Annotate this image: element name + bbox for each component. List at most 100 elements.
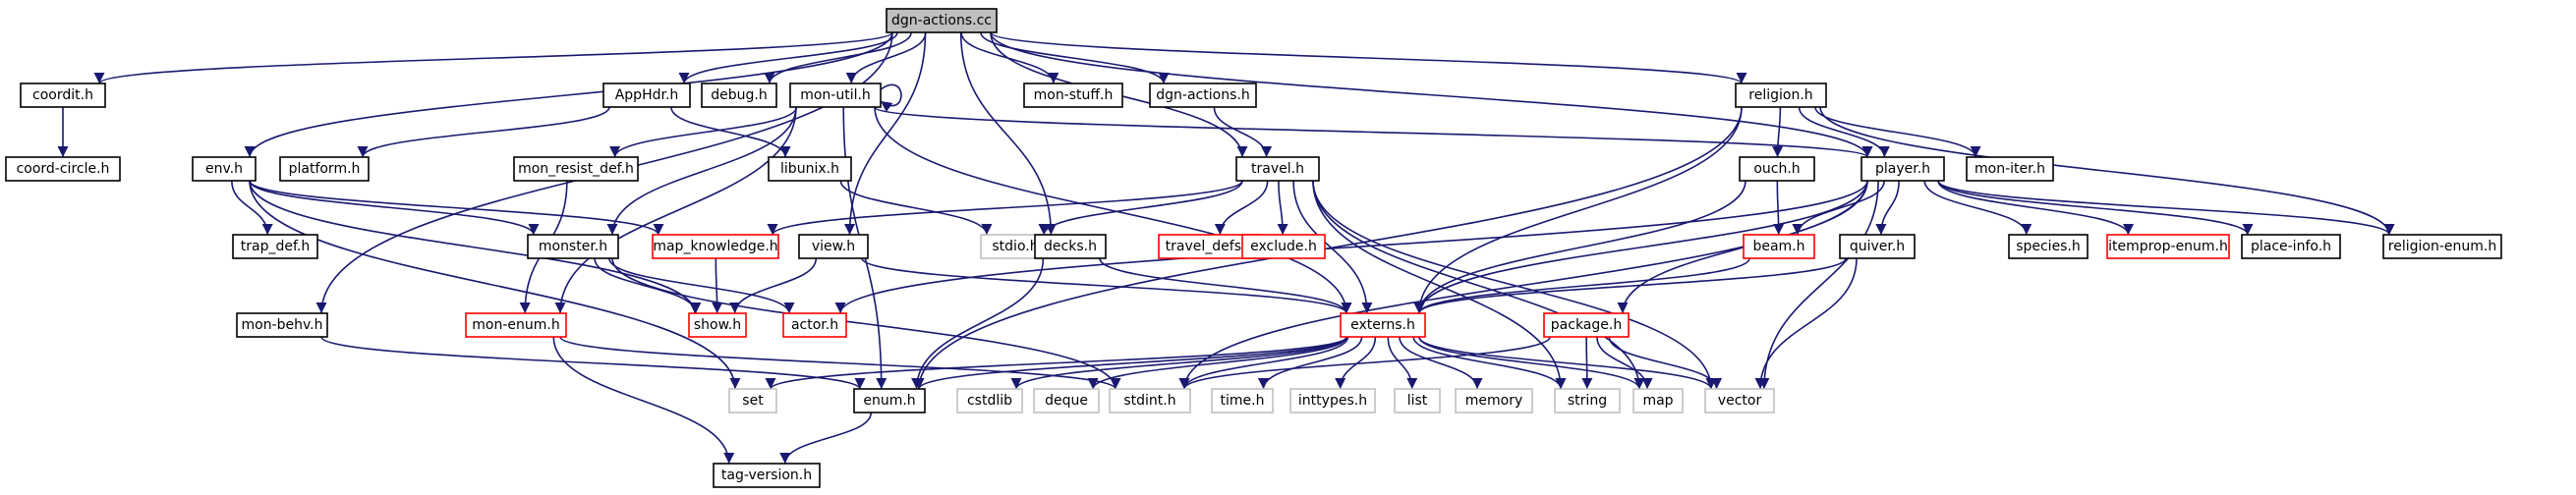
edge-mon-util-h-to-player-h <box>874 106 1873 158</box>
node-coordit-h[interactable]: coordit.h <box>20 82 106 108</box>
node-box <box>5 156 121 182</box>
edge-player-h-to-externs-h <box>1413 180 1868 314</box>
edge-dgn-actions-cc-to-coordit-h <box>93 31 893 84</box>
edge-player-h-to-species-h <box>1923 180 2032 236</box>
node-place-info-h[interactable]: place-info.h <box>2241 234 2341 259</box>
node-mon-stuff-h[interactable]: mon-stuff.h <box>1023 82 1123 108</box>
node-mon-behv-h[interactable]: mon-behv.h <box>236 312 328 338</box>
node-box <box>1455 388 1533 413</box>
edge-mon-util-h-to-mon-enum-h <box>554 106 797 314</box>
edge-ouch-h-to-beam-h <box>1773 180 1785 236</box>
edge-externs-h-to-set <box>765 336 1347 390</box>
node-label: inttypes.h <box>1298 393 1367 409</box>
edge-view-h-to-show-h <box>729 257 818 314</box>
node-beam-h[interactable]: beam.h <box>1743 234 1815 259</box>
node-view-h[interactable]: view.h <box>798 234 869 259</box>
node-coord-circle-h[interactable]: coord-circle.h <box>5 156 121 182</box>
node-time-h: time.h <box>1211 388 1274 413</box>
edge-travel-h-to-stdio-h <box>1038 180 1243 236</box>
node-label: tag-version.h <box>721 468 812 483</box>
edge-monster-h-to-actor-h <box>608 257 795 314</box>
node-dgn-actions-h[interactable]: dgn-actions.h <box>1149 82 1257 108</box>
node-religion-h[interactable]: religion.h <box>1735 82 1827 108</box>
node-box <box>768 156 852 182</box>
node-player-h[interactable]: player.h <box>1860 156 1945 182</box>
node-env-h[interactable]: env.h <box>192 156 257 182</box>
edge-beam-h-to-externs-h <box>1413 257 1750 314</box>
node-exclude-h[interactable]: exclude.h <box>1241 234 1326 259</box>
node-mon-resist-def-h[interactable]: mon_resist_def.h <box>513 156 639 182</box>
node-label: itemprop-enum.h <box>2108 239 2228 254</box>
node-debug-h[interactable]: debug.h <box>701 82 777 108</box>
node-mon-enum-h[interactable]: mon-enum.h <box>465 312 567 338</box>
edge-player-h-to-religion-enum-h <box>1937 180 2395 236</box>
node-species-h[interactable]: species.h <box>2008 234 2089 259</box>
node-box <box>1109 388 1191 413</box>
node-enum-h[interactable]: enum.h <box>853 388 926 413</box>
node-box <box>1735 82 1827 108</box>
node-label: set <box>742 393 764 409</box>
node-box <box>279 156 370 182</box>
node-label: mon-behv.h <box>241 317 322 333</box>
node-label: enum.h <box>863 393 915 409</box>
edge-dgn-actions-cc-to-player-h <box>990 31 1873 158</box>
node-monster-h[interactable]: monster.h <box>527 234 619 259</box>
node-stdint-h: stdint.h <box>1109 388 1191 413</box>
node-box <box>728 388 777 413</box>
node-box <box>1241 234 1326 259</box>
edge-dgn-actions-h-to-travel-h <box>1213 106 1273 158</box>
edge-dgn-actions-cc-to-decks-h <box>959 31 1057 236</box>
edge-travel-h-to-string <box>1312 180 1567 390</box>
node-label: player.h <box>1875 161 1930 177</box>
edge-decks-h-to-externs-h <box>1099 257 1352 314</box>
node-libunix-h[interactable]: libunix.h <box>768 156 852 182</box>
node-dgn-actions-cc[interactable]: dgn-actions.cc <box>886 8 998 33</box>
node-map-knowledge-h[interactable]: map_knowledge.h <box>652 234 779 259</box>
node-label: actor.h <box>791 317 838 333</box>
node-platform-h[interactable]: platform.h <box>279 156 370 182</box>
node-label: libunix.h <box>780 161 839 177</box>
node-decks-h[interactable]: decks.h <box>1034 234 1107 259</box>
node-actor-h[interactable]: actor.h <box>782 312 847 338</box>
node-label: religion.h <box>1748 87 1812 103</box>
node-religion-enum-h[interactable]: religion-enum.h <box>2382 234 2502 259</box>
edge-externs-h-to-memory <box>1399 336 1483 390</box>
node-label: view.h <box>812 239 855 254</box>
node-box <box>1340 312 1426 338</box>
node-box <box>782 312 847 338</box>
edge-externs-h-to-list <box>1387 336 1418 390</box>
node-label: place-info.h <box>2251 239 2331 254</box>
node-label: deque <box>1045 393 1088 409</box>
node-trap-def-h[interactable]: trap_def.h <box>232 234 318 259</box>
node-tag-version-h[interactable]: tag-version.h <box>713 463 821 488</box>
node-label: dgn-actions.cc <box>891 13 992 28</box>
edge-quiver-h-to-externs-h <box>1413 257 1847 314</box>
node-label: trap_def.h <box>241 239 310 254</box>
node-label: show.h <box>694 317 741 333</box>
node-box <box>1289 388 1376 413</box>
edge-externs-h-to-stdint-h <box>1178 336 1349 390</box>
node-externs-h[interactable]: externs.h <box>1340 312 1426 338</box>
node-label: mon-stuff.h <box>1034 87 1114 103</box>
node-label: monster.h <box>539 239 607 254</box>
node-box <box>713 463 821 488</box>
node-mon-util-h[interactable]: mon-util.h <box>789 82 882 108</box>
node-label: travel_defs.h <box>1166 239 1255 254</box>
node-label: coordit.h <box>32 87 93 103</box>
node-show-h[interactable]: show.h <box>688 312 747 338</box>
nodes-layer: dgn-actions.cc coordit.h coord-circle.h App… <box>5 8 2502 488</box>
node-box <box>1739 156 1815 182</box>
node-ouch-h[interactable]: ouch.h <box>1739 156 1815 182</box>
node-apphdr-h[interactable]: AppHdr.h <box>602 82 691 108</box>
edge-env-h-to-show-h <box>249 180 701 314</box>
node-travel-h[interactable]: travel.h <box>1235 156 1320 182</box>
node-package-h[interactable]: package.h <box>1543 312 1630 338</box>
node-label: ouch.h <box>1753 161 1800 177</box>
node-quiver-h[interactable]: quiver.h <box>1839 234 1916 259</box>
node-label: list <box>1407 393 1428 409</box>
node-box <box>192 156 257 182</box>
node-label: coord-circle.h <box>17 161 110 177</box>
node-label: debug.h <box>711 87 767 103</box>
node-mon-iter-h[interactable]: mon-iter.h <box>1966 156 2054 182</box>
node-itemprop-enum-h[interactable]: itemprop-enum.h <box>2106 234 2230 259</box>
